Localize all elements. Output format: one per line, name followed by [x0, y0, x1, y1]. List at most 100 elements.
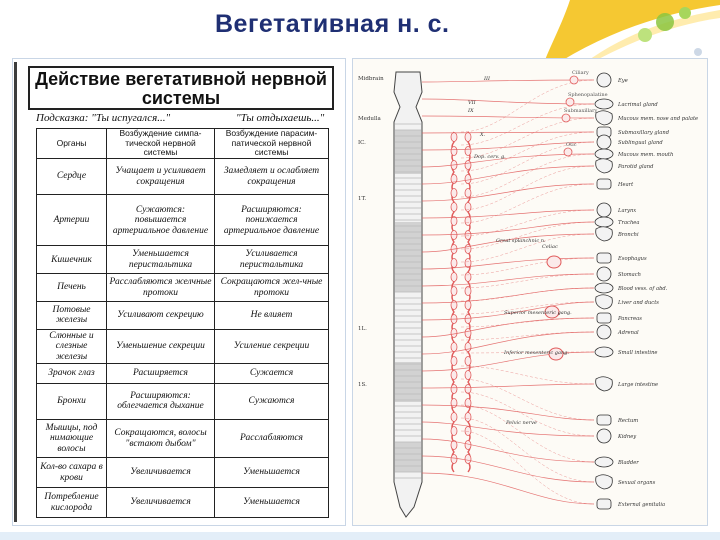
chain-ganglion: [465, 203, 471, 212]
organ-icon: [597, 73, 611, 87]
chain-ganglion: [451, 231, 457, 240]
nerve-label: Dop. cerv. g.: [473, 154, 506, 160]
organ-icon: [595, 347, 613, 357]
table-row: Потребление кислорода Увеличивается Умен…: [37, 488, 329, 518]
nerve-fiber: [422, 439, 594, 462]
table-row: Печень Расслабляются желчные протоки Сок…: [37, 274, 329, 302]
table-cell: Сужаются: повышается артериальное давлен…: [107, 195, 215, 246]
cord-level-label: Midbrain: [358, 76, 384, 82]
autonomic-nervous-system-diagram: CiliarySphenopalatineSubmaxillaryOticEye…: [356, 62, 704, 522]
nerve-fiber: [461, 80, 594, 132]
table-cell: Расслабляются: [215, 419, 329, 457]
prevertebral-ganglion: [547, 256, 561, 268]
chain-ganglion: [451, 385, 457, 394]
organ-label: Submaxillary gland: [618, 130, 670, 136]
chain-ganglion: [451, 133, 457, 142]
table-row: Слюнные и слезные железы Уменьшение секр…: [37, 329, 329, 364]
organ-label: Bladder: [617, 460, 639, 466]
organ-icon: [595, 149, 613, 159]
chain-ganglion: [465, 273, 471, 282]
organ-label: Parotid gland: [617, 164, 654, 170]
chain-ganglion: [451, 413, 457, 422]
organ-icon: [597, 429, 611, 443]
nerve-fiber: [422, 318, 594, 337]
cord-level-label: 1L.: [358, 326, 367, 332]
nerve-label: Pelvic nerve: [505, 420, 537, 426]
nerve-fiber: [461, 332, 594, 340]
ganglion-label: Ciliary: [572, 70, 589, 76]
chain-ganglion: [451, 455, 457, 464]
cord-shaded-region: [395, 222, 421, 292]
table-cell: Уменьшается: [215, 488, 329, 518]
table-cell: Уменьшается перистальтика: [107, 246, 215, 274]
organ-label: Bronchi: [617, 232, 639, 238]
column-header: Органы: [37, 129, 107, 159]
nerve-label: VII: [468, 100, 477, 106]
organ-icon: [595, 283, 613, 293]
chain-ganglion: [451, 203, 457, 212]
table-cell: Усиливается перистальтика: [215, 246, 329, 274]
ganglion-label: Otic: [566, 142, 577, 148]
organ-icon: [595, 99, 613, 109]
nerve-label: Celiac: [542, 244, 558, 250]
cord-shaded-region: [395, 442, 421, 472]
table-cell: Сокращаются жел-чные протоки: [215, 274, 329, 302]
chain-ganglion: [465, 441, 471, 450]
table-cell: Слюнные и слезные железы: [37, 329, 107, 364]
organ-label: Small intestine: [618, 350, 658, 356]
chain-ganglion: [465, 371, 471, 380]
chain-ganglion: [451, 371, 457, 380]
nerve-label: III: [483, 76, 491, 82]
table-cell: Печень: [37, 274, 107, 302]
nerve-fiber: [461, 222, 594, 249]
ganglion-label: Sphenopalatine: [568, 92, 608, 98]
table-cell: Кишечник: [37, 246, 107, 274]
table-cell: Замедляет и ослабляет сокращения: [215, 159, 329, 195]
table-cell: Уменьшается: [215, 458, 329, 488]
table-row: Сердце Учащает и усиливает сокращения За…: [37, 159, 329, 195]
chain-ganglion: [451, 427, 457, 436]
organ-label: Eye: [617, 78, 628, 84]
organ-icon: [596, 159, 613, 173]
cranial-ganglion: [564, 148, 572, 156]
table-cell: Усиливают секрецию: [107, 301, 215, 329]
organ-icon: [597, 313, 611, 323]
nerve-label: Great splanchnic n.: [496, 238, 546, 244]
table-cell: Бронхи: [37, 383, 107, 419]
organ-icon: [597, 203, 611, 217]
table-cell: Сужается: [215, 364, 329, 383]
organ-icon: [597, 499, 611, 509]
chain-ganglion: [451, 329, 457, 338]
organ-label: Mucous mem. mouth: [617, 152, 673, 158]
chain-ganglion: [465, 455, 471, 464]
nerve-fiber: [461, 274, 594, 288]
organ-label: Mucous mem. nose and palate: [617, 116, 698, 122]
nerve-fiber: [422, 132, 594, 133]
chain-ganglion: [465, 161, 471, 170]
table-row: Артерии Сужаются: повышается артериально…: [37, 195, 329, 246]
cranial-ganglion: [562, 114, 570, 122]
organ-label: Adrenal: [617, 330, 639, 336]
nerve-fiber: [422, 80, 594, 82]
organ-label: Blood vess. of abd.: [617, 286, 668, 292]
nerve-fiber: [422, 288, 594, 303]
chain-ganglion: [451, 287, 457, 296]
table-row: Мышцы, под нимающие волосы Сокращаются, …: [37, 419, 329, 457]
nerve-label: Superior mesenteric gang.: [504, 310, 572, 316]
cranial-ganglion: [566, 98, 574, 106]
table-row: Зрачок глаз Расширяется Сужается: [37, 364, 329, 383]
organ-icon: [597, 135, 611, 149]
chain-ganglion: [465, 343, 471, 352]
chain-ganglion: [465, 231, 471, 240]
table-cell: Увеличивается: [107, 488, 215, 518]
cord-shaded-region: [395, 362, 421, 402]
slide-title: Вегетативная н. с.: [215, 10, 515, 46]
table-cell: Расширяется: [107, 364, 215, 383]
chain-ganglion: [465, 133, 471, 142]
organ-label: Liver and ducts: [617, 300, 659, 306]
table-row: Бронхи Расширяются: облегчается дыхание …: [37, 383, 329, 419]
organ-icon: [596, 475, 613, 489]
table-row: Кишечник Уменьшается перистальтика Усили…: [37, 246, 329, 274]
organ-icon: [596, 295, 613, 309]
table-cell: Уменьшение секреции: [107, 329, 215, 364]
